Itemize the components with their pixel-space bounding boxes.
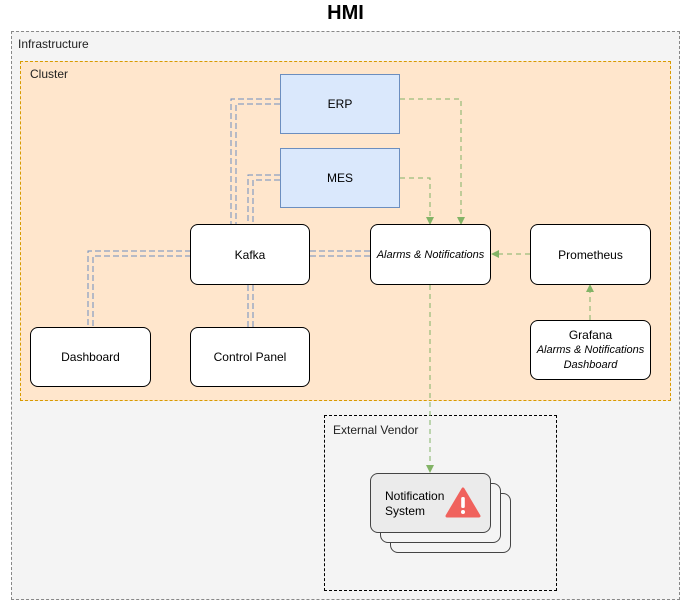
grafana-node[interactable]: Grafana Alarms & Notifications Dashboard bbox=[530, 320, 651, 380]
cluster-label: Cluster bbox=[30, 67, 69, 81]
infrastructure-label: Infrastructure bbox=[18, 37, 89, 51]
mes-label: MES bbox=[326, 171, 353, 185]
notification-label-line1: Notification bbox=[385, 489, 445, 503]
arrow-erp-alarms bbox=[400, 98, 465, 225]
mes-node[interactable]: MES bbox=[280, 148, 400, 208]
alarms-label: Alarms & Notifications bbox=[376, 248, 485, 261]
erp-node[interactable]: ERP bbox=[280, 74, 400, 134]
prometheus-node[interactable]: Prometheus bbox=[530, 224, 651, 285]
link-mes-kafka-2 bbox=[252, 179, 280, 226]
arrow-mes-alarms bbox=[400, 177, 434, 225]
link-kafka-dashboard bbox=[87, 250, 191, 328]
link-erp-kafka bbox=[230, 98, 280, 226]
kafka-label: Kafka bbox=[234, 247, 266, 262]
erp-label: ERP bbox=[327, 97, 353, 111]
data-links bbox=[87, 98, 371, 328]
prometheus-label: Prometheus bbox=[558, 247, 623, 262]
grafana-sub-line1: Alarms & Notifications bbox=[536, 343, 645, 356]
alert-links bbox=[400, 98, 594, 473]
dashboard-node[interactable]: Dashboard bbox=[30, 327, 151, 387]
external-vendor-label: External Vendor bbox=[333, 423, 419, 437]
grafana-sub-line2: Dashboard bbox=[563, 358, 618, 371]
kafka-node[interactable]: Kafka bbox=[190, 224, 310, 285]
link-mes-kafka bbox=[247, 174, 280, 226]
alarms-node[interactable]: Alarms & Notifications bbox=[370, 224, 491, 285]
control-panel-node[interactable]: Control Panel bbox=[190, 327, 310, 387]
notification-label-line2: System bbox=[385, 504, 426, 518]
control-panel-label: Control Panel bbox=[213, 350, 287, 364]
warning-icon bbox=[445, 487, 481, 518]
grafana-label: Grafana bbox=[568, 327, 613, 342]
link-erp-kafka-2 bbox=[235, 103, 280, 226]
dashboard-label: Dashboard bbox=[61, 350, 120, 364]
link-kafka-dashboard-2 bbox=[92, 255, 191, 328]
diagram-title: HMI bbox=[327, 2, 364, 24]
notification-system-label: Notification System bbox=[385, 489, 444, 519]
